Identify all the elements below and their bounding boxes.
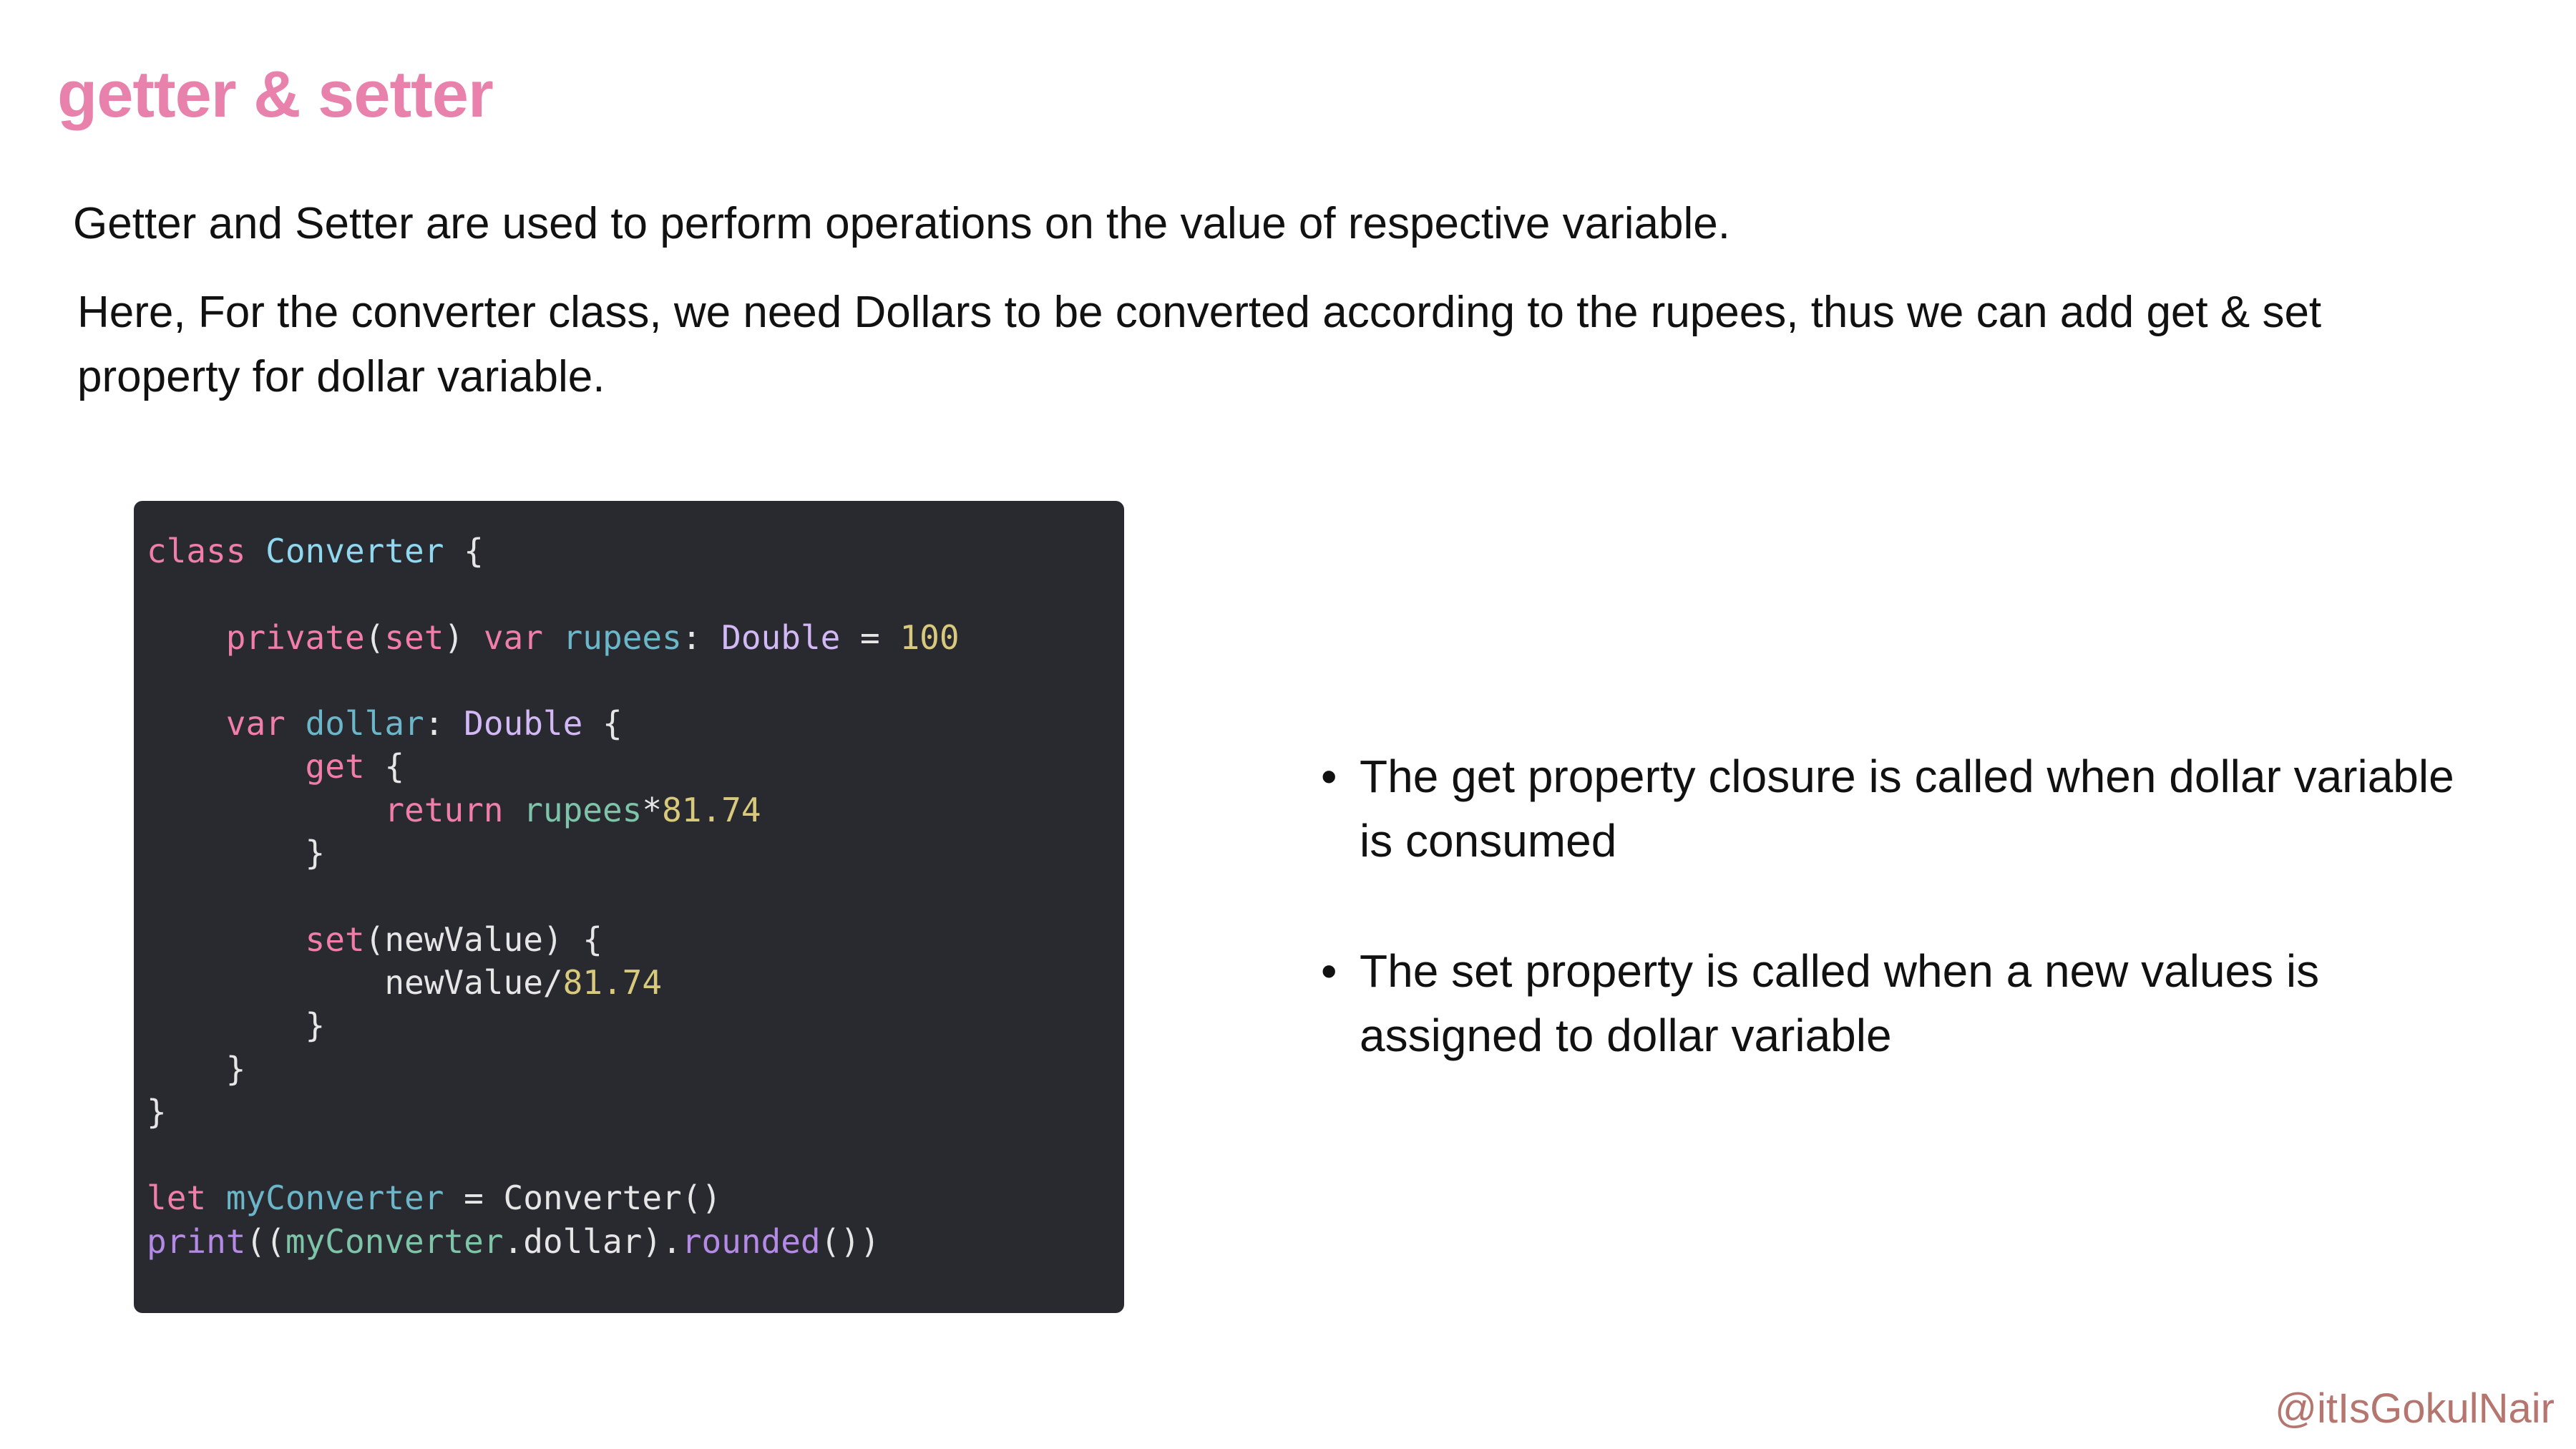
bullet-icon: • <box>1321 945 1337 997</box>
code-token: var <box>147 704 306 743</box>
code-token: 100 <box>899 618 960 657</box>
code-token: Converter <box>265 532 444 570</box>
code-token: rounded <box>681 1221 821 1261</box>
page-title: getter & setter <box>57 58 494 131</box>
code-token: rupees <box>523 790 643 829</box>
code-line: } <box>147 1048 1124 1091</box>
code-token: dollar <box>305 704 424 743</box>
code-token: * <box>642 790 663 829</box>
code-token: class <box>147 532 266 570</box>
code-token: set <box>147 919 365 959</box>
code-token: 81.74 <box>662 790 761 829</box>
code-token: ( <box>364 618 385 657</box>
code-token: ) <box>444 618 484 657</box>
code-line <box>147 659 1124 702</box>
code-token: rupees <box>562 618 682 657</box>
code-line: print((myConverter.dollar).rounded()) <box>147 1220 1124 1263</box>
bullet-icon: • <box>1321 751 1337 802</box>
code-token: myConverter <box>285 1221 504 1261</box>
code-token: } <box>147 1006 326 1045</box>
code-token: { <box>364 747 405 786</box>
code-line: newValue/81.74 <box>147 961 1124 1004</box>
code-line <box>147 874 1124 917</box>
description-paragraph: Here, For the converter class, we need D… <box>77 288 2322 401</box>
code-line: let myConverter = Converter() <box>147 1176 1124 1219</box>
intro-paragraph: Getter and Setter are used to perform op… <box>73 199 1730 248</box>
code-token: } <box>147 1092 167 1131</box>
code-token: } <box>147 834 326 873</box>
code-token: get <box>147 747 365 786</box>
code-token: { <box>582 704 623 743</box>
code-token: Double <box>721 618 841 657</box>
code-line: class Converter { <box>147 530 1124 572</box>
code-token: .dollar). <box>503 1221 682 1261</box>
code-token: private <box>147 618 365 657</box>
code-token: (( <box>245 1221 286 1261</box>
code-token: set <box>384 618 444 657</box>
author-handle: @itIsGokulNair <box>2275 1385 2555 1432</box>
code-line: return rupees*81.74 <box>147 789 1124 831</box>
code-line: } <box>147 1004 1124 1047</box>
code-token: ()) <box>820 1221 880 1261</box>
code-line <box>147 1133 1124 1176</box>
bullet-list: • The get property closure is called when… <box>1321 744 2466 1133</box>
code-line: } <box>147 1091 1124 1133</box>
code-token: let <box>147 1179 226 1218</box>
code-token: : <box>424 704 464 743</box>
code-line: set(newValue) { <box>147 918 1124 961</box>
code-token: return <box>147 790 524 829</box>
code-token: 81.74 <box>562 962 663 1002</box>
code-token: } <box>147 1049 246 1088</box>
code-token: newValue/ <box>147 962 563 1002</box>
code-token: = <box>840 618 900 657</box>
code-token: myConverter <box>225 1179 444 1218</box>
code-block: class Converter { private(set) var rupee… <box>134 501 1124 1313</box>
code-token: Double <box>464 704 583 743</box>
code-line: private(set) var rupees: Double = 100 <box>147 616 1124 659</box>
code-line: var dollar: Double { <box>147 702 1124 745</box>
code-token: { <box>444 532 484 570</box>
code-line <box>147 572 1124 615</box>
code-token: var <box>483 618 563 657</box>
code-line: } <box>147 831 1124 874</box>
code-token: print <box>147 1221 246 1261</box>
bullet-item: • The get property closure is called when… <box>1321 744 2466 873</box>
bullet-text: The get property closure is called when … <box>1360 751 2454 867</box>
bullet-item: • The set property is called when a new v… <box>1321 939 2466 1068</box>
code-token: (newValue) { <box>364 919 602 959</box>
bullet-text: The set property is called when a new va… <box>1360 945 2320 1061</box>
code-token: = Converter() <box>444 1179 722 1218</box>
code-token: : <box>681 618 722 657</box>
code-line: get { <box>147 745 1124 788</box>
